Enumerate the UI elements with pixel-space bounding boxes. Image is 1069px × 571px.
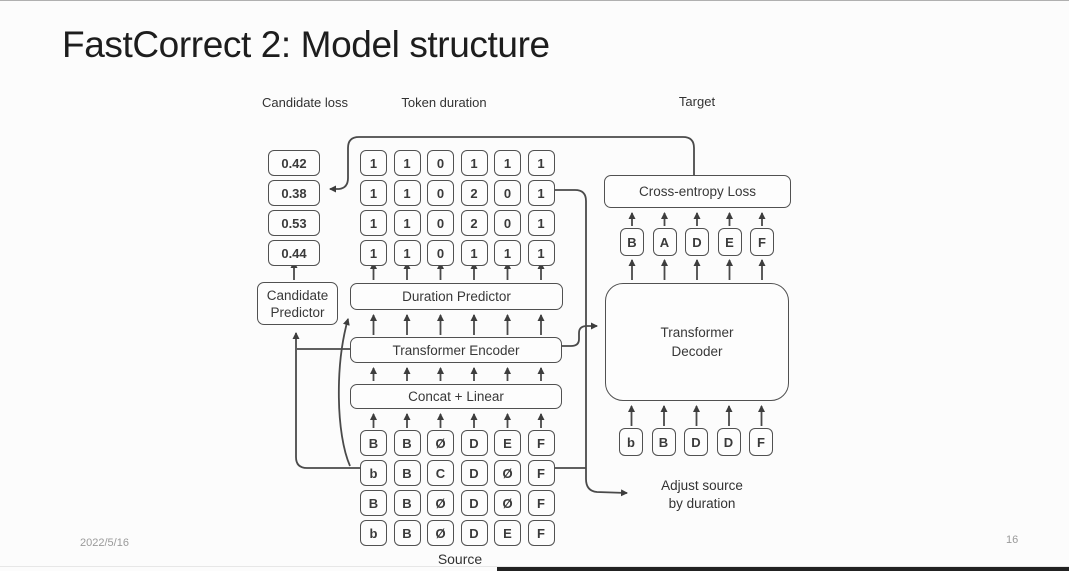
grid-cell: 1 — [393, 240, 421, 266]
target-token-row: B A D E F — [620, 228, 774, 256]
transformer-encoder-box: Transformer Encoder — [350, 337, 562, 363]
slide-date: 2022/5/16 — [80, 537, 129, 549]
grid-cell: B — [360, 490, 387, 516]
target-to-loss-lines — [329, 136, 695, 193]
grid-cell: 1 — [460, 240, 488, 266]
grid-cell: D — [460, 430, 488, 456]
grid-cell: D — [460, 460, 488, 486]
grid-cell: 1 — [360, 210, 387, 236]
token-cell: b — [619, 428, 643, 456]
token-cell: D — [684, 428, 708, 456]
grid-cell: Ø — [494, 460, 521, 486]
grid-cell: 2 — [460, 180, 488, 206]
decoder-label-line2: Decoder — [671, 344, 723, 359]
grid-cell: 1 — [393, 150, 421, 176]
token-cell: D — [716, 428, 741, 456]
grid-cell: 1 — [360, 180, 387, 206]
duration-predictor-box: Duration Predictor — [350, 283, 563, 310]
candidate-loss-value: 0.38 — [268, 180, 320, 206]
candidate-loss-value: 0.44 — [268, 240, 320, 266]
label-source: Source — [437, 551, 483, 567]
grid-cell: F — [527, 460, 555, 486]
adjust-source-line2: by duration — [668, 496, 736, 511]
grid-cell: 0 — [427, 150, 454, 176]
token-cell: A — [652, 228, 677, 256]
token-cell: F — [750, 228, 774, 256]
candidate-loss-value: 0.53 — [268, 210, 320, 236]
candidate-loss-value: 0.42 — [268, 150, 320, 176]
grid-cell: Ø — [427, 430, 454, 456]
grid-cell: F — [527, 490, 555, 516]
token-duration-grid: 1 1 0 1 1 1 1 1 0 2 0 1 1 1 0 2 0 1 1 1 … — [360, 150, 555, 266]
grid-cell: B — [393, 430, 421, 456]
grid-cell: 1 — [360, 150, 387, 176]
grid-cell: E — [494, 520, 521, 546]
token-cell: B — [620, 228, 644, 256]
transformer-decoder-box: Transformer Decoder — [605, 283, 789, 401]
grid-cell: B — [393, 490, 421, 516]
adjust-source-line1: Adjust source — [661, 478, 743, 493]
token-cell: B — [651, 428, 676, 456]
grid-cell: 1 — [494, 150, 521, 176]
candidate-predictor-label-line1: Candidate — [266, 287, 329, 303]
candidate-loss-column: 0.42 0.38 0.53 0.44 — [268, 150, 320, 266]
grid-cell: 0 — [427, 180, 454, 206]
grid-cell: Ø — [427, 520, 454, 546]
grid-cell: C — [427, 460, 454, 486]
token-cell: F — [749, 428, 773, 456]
label-target: Target — [678, 94, 716, 109]
label-adjust-source-by-duration: Adjust source by duration — [622, 477, 782, 513]
grid-cell: 0 — [494, 180, 521, 206]
grid-cell: F — [527, 430, 555, 456]
concat-linear-box: Concat + Linear — [350, 384, 562, 409]
grid-cell: D — [460, 520, 488, 546]
slide-title: FastCorrect 2: Model structure — [62, 24, 550, 65]
grid-cell: 1 — [360, 240, 387, 266]
grid-cell: Ø — [427, 490, 454, 516]
grid-cell: 0 — [427, 240, 454, 266]
slide-page-number: 16 — [1006, 534, 1019, 546]
token-cell: E — [717, 228, 742, 256]
cross-entropy-loss-box: Cross-entropy Loss — [604, 175, 791, 208]
grid-cell: 1 — [460, 150, 488, 176]
grid-cell: F — [527, 520, 555, 546]
label-token-duration: Token duration — [401, 95, 487, 110]
grid-cell: E — [494, 430, 521, 456]
grid-cell: 1 — [494, 240, 521, 266]
decoder-input-row: b B D D F — [619, 428, 773, 456]
grid-cell: 1 — [527, 180, 555, 206]
grid-cell: b — [360, 460, 387, 486]
grid-cell: Ø — [494, 490, 521, 516]
candidate-predictor-box: Candidate Predictor — [257, 282, 338, 325]
decoder-label-line1: Transformer — [660, 325, 734, 340]
grid-cell: 1 — [393, 180, 421, 206]
grid-cell: B — [393, 520, 421, 546]
bottom-hairline — [0, 566, 1069, 567]
grid-cell: 1 — [393, 210, 421, 236]
grid-cell: B — [393, 460, 421, 486]
grid-cell: b — [360, 520, 387, 546]
label-candidate-loss: Candidate loss — [262, 95, 348, 110]
source-grid: B B Ø D E F b B C D Ø F B B Ø D Ø F b B … — [360, 430, 555, 546]
grid-cell: B — [360, 430, 387, 456]
grid-cell: 1 — [527, 240, 555, 266]
candidate-predictor-label-line2: Predictor — [270, 304, 325, 320]
grid-cell: 1 — [527, 150, 555, 176]
grid-cell: 0 — [494, 210, 521, 236]
grid-cell: 2 — [460, 210, 488, 236]
grid-cell: D — [460, 490, 488, 516]
grid-cell: 1 — [527, 210, 555, 236]
bottom-video-bar — [497, 567, 1069, 571]
token-cell: D — [685, 228, 709, 256]
routing-lines — [292, 189, 628, 497]
grid-cell: 0 — [427, 210, 454, 236]
